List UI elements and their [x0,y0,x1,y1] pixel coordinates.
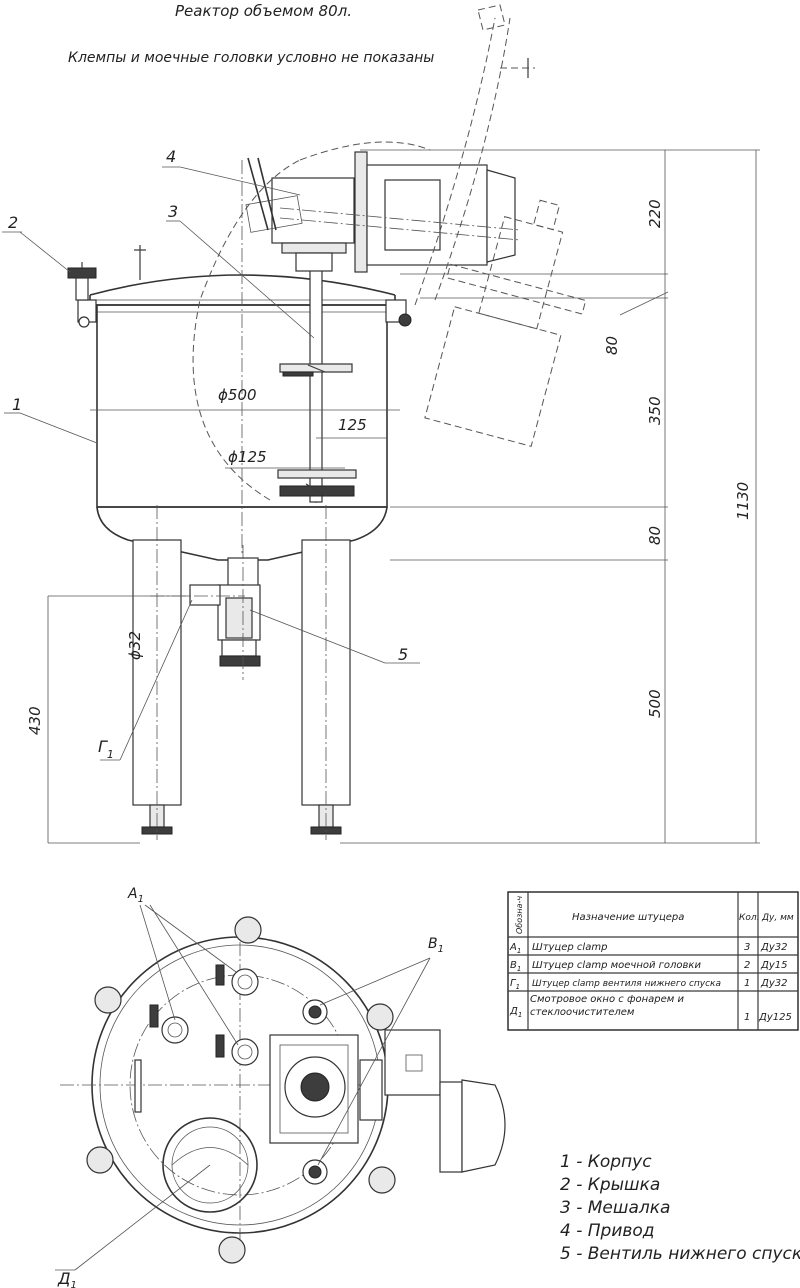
agitator [277,225,357,505]
dim-500: 500 [646,689,664,718]
table-header-mark: Обозна-ч [515,896,524,934]
dim-1130: 1130 [734,482,752,520]
callout-d1-sub: 1 [71,1280,77,1288]
dim-80-top: 80 [603,336,621,355]
row-4-mark-letter: Д [509,1006,518,1017]
elevation-view: ϕ500 125 ϕ125 ϕ32 220 80 350 80 500 1130… [2,4,760,844]
callout-a1: А1 [127,886,144,905]
table-row-3-mark: Г1 [510,978,520,991]
vessel-legs [132,505,351,840]
row-3-mark-letter: Г [510,978,517,989]
drive-unit [192,4,587,501]
row-2-mark-sub: 1 [517,965,521,973]
vertical-dimension-lines [47,149,760,844]
callout-3: 3 [168,202,178,221]
dim-diameter-125: ϕ125 [228,448,267,466]
table-row-1-qty: 3 [744,942,750,953]
bottom-drain-valve [150,545,261,680]
dim-diameter-500: ϕ500 [218,386,257,404]
table-header-qty: Кол. [739,913,760,923]
callout-b1: В1 [428,936,444,955]
dim-80-mid: 80 [646,526,664,545]
table-row-2-mark: В1 [510,960,521,973]
nozzles-a1 [149,964,259,1066]
table-header-purpose: Назначение штуцера [572,912,684,923]
table-row-1-mark: А1 [509,942,521,955]
callout-g1: Г1 [98,737,114,761]
drawing-title: Реактор объемом 80л. [175,2,352,20]
plan-clamp-knobs [86,916,396,1264]
drive-tilted-ghost [424,199,587,447]
callout-d1-letter: Д [57,1269,71,1288]
row-2-mark-letter: В [510,960,517,971]
elevation-callouts: 2 1 3 4 5 Г1 [2,147,420,761]
legend-item-5: 5 - Вентиль нижнего спуска [560,1244,800,1264]
table-row-2-qty: 2 [744,960,750,971]
callout-g1-sub: 1 [107,748,114,761]
dim-diameter-32: ϕ32 [126,631,144,660]
table-row-4-qty: 1 [744,1012,750,1023]
dim-350: 350 [646,396,664,425]
table-row-4-purpose: Смотровое окно с фонарем и стеклоочистит… [530,994,685,1018]
table-row-4-purpose-box: Смотровое окно с фонарем и стеклоочистит… [530,994,685,1018]
callout-5: 5 [398,645,408,664]
table-row-3-qty: 1 [744,978,750,989]
row-1-mark-letter: А [509,942,517,953]
table-row-3-purpose: Штуцер clamp вентиля нижнего спуска [532,979,721,989]
table-row-3-du: Ду32 [760,978,787,989]
table-header-du: Ду, мм [761,913,794,923]
callout-b1-letter: В [428,936,438,952]
callout-g1-letter: Г [98,737,108,756]
nozzle-table: Обозна-ч Назначение штуцера Кол. Ду, мм … [507,891,799,1031]
dim-220: 220 [646,199,664,228]
dim-125: 125 [338,416,367,434]
parts-legend: 1 - Корпус 2 - Крышка 3 - Мешалка 4 - Пр… [560,1152,800,1264]
plan-view: А1 В1 Д1 [55,886,506,1288]
lid-clamp [67,262,97,301]
table-row-1-purpose: Штуцер clamp [532,942,607,953]
callout-a1-letter: А [127,886,138,902]
legend-item-3: 3 - Мешалка [560,1198,670,1218]
table-row-4-du: Ду125 [758,1012,792,1023]
dim-430: 430 [26,706,44,735]
plan-drive [269,1029,506,1173]
legend-item-1: 1 - Корпус [560,1152,652,1172]
row-1-mark-sub: 1 [517,947,521,955]
row-3-mark-sub: 1 [516,983,520,991]
callout-b1-sub: 1 [438,944,444,955]
table-row-1-du: Ду32 [760,942,787,953]
callout-d1: Д1 [57,1269,77,1288]
table-row-2-purpose: Штуцер clamp моечной головки [532,960,701,971]
plan-callouts: А1 В1 Д1 [55,886,444,1288]
callout-4: 4 [166,147,176,166]
drawing-note: Клемпы и моечные головки условно не пока… [68,50,434,66]
table-row-4-mark: Д1 [509,1006,522,1019]
legend-item-4: 4 - Привод [560,1221,655,1241]
legend-item-2: 2 - Крышка [560,1175,660,1195]
table-row-2-du: Ду15 [760,960,787,971]
callout-a1-sub: 1 [138,894,144,905]
sight-glass [162,1117,258,1213]
callout-2: 2 [8,213,18,232]
row-4-mark-sub: 1 [518,1011,522,1019]
nozzles-b1 [302,999,328,1185]
callout-1: 1 [12,395,22,414]
